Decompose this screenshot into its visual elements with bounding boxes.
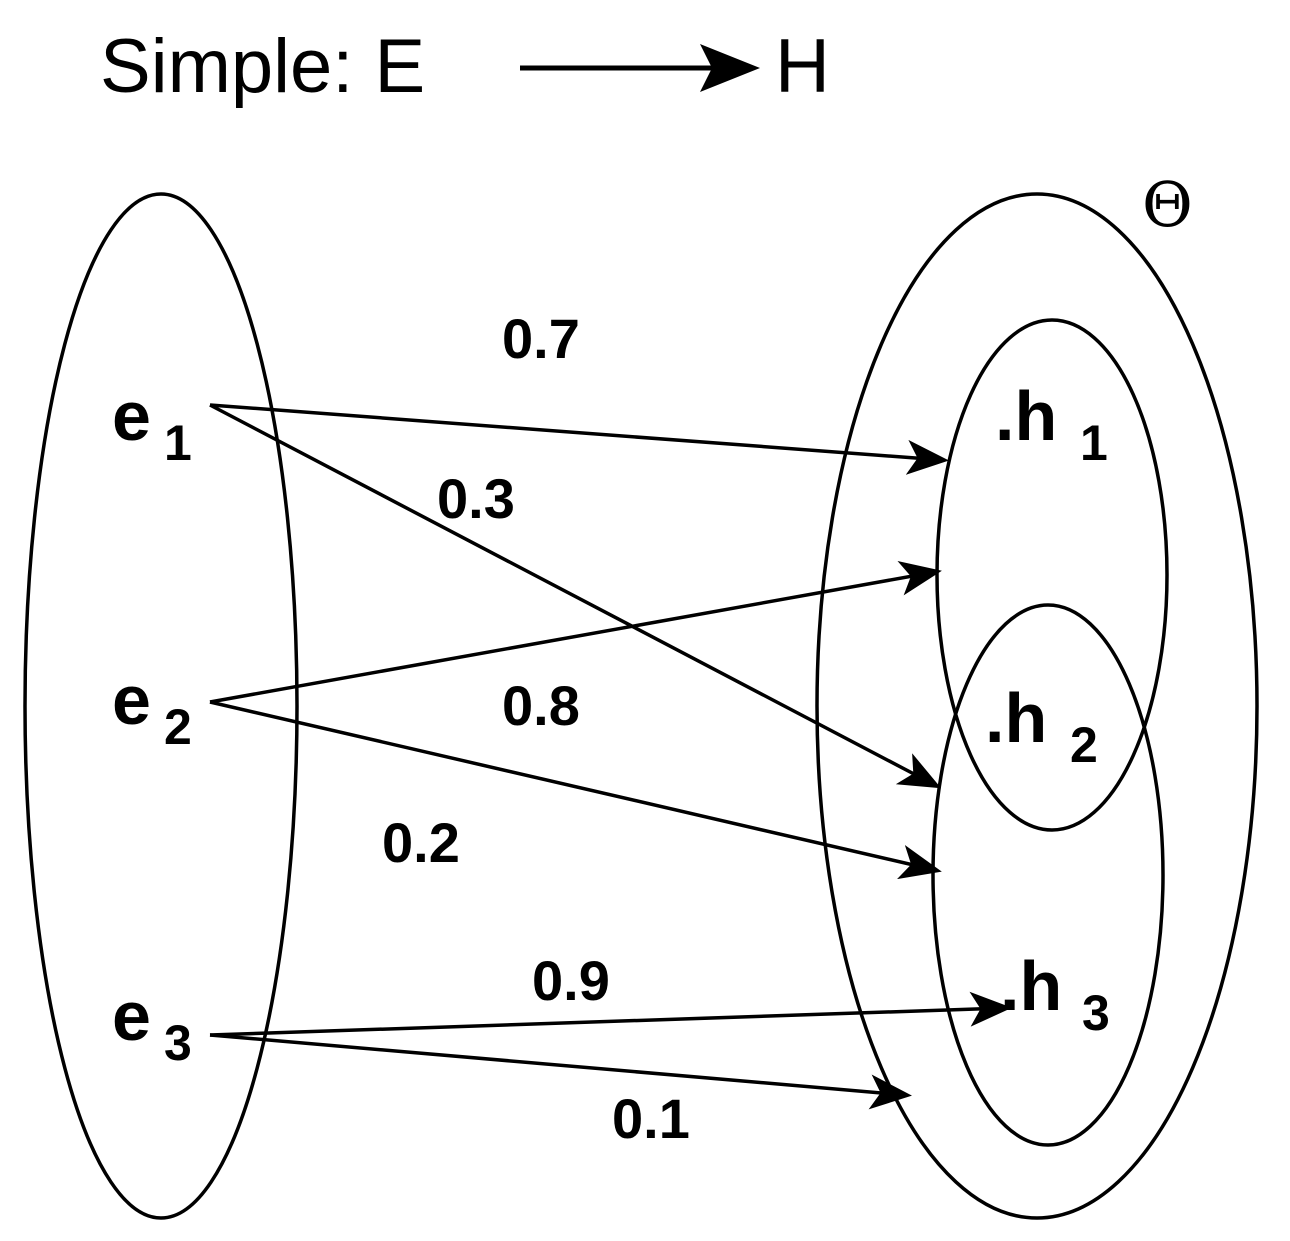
hypothesis-subscript-h2: 2 xyxy=(1070,717,1098,773)
hypothesis-subscript-h1: 1 xyxy=(1080,415,1108,471)
evidence-subscript-e3: 3 xyxy=(164,1015,192,1071)
weight-label-e3-h3: 0.9 xyxy=(532,949,610,1012)
mapping-arrow-e2-h1h2 xyxy=(209,560,942,704)
title-prefix: Simple: E xyxy=(100,24,425,109)
hypothesis-node-h2: .h 2 xyxy=(985,679,1098,773)
evidence-node-e3: e 3 xyxy=(112,977,192,1071)
weight-label-e1-h2h3: 0.3 xyxy=(437,467,515,530)
frame-ellipse xyxy=(815,192,1259,1220)
evidence-subscript-e1: 1 xyxy=(164,415,192,471)
weight-label-e2-h1h2: 0.8 xyxy=(502,674,580,737)
weight-label-e3-theta: 0.1 xyxy=(612,1087,690,1150)
hypothesis-node-h3: .h 3 xyxy=(1000,947,1110,1041)
title-arrowhead xyxy=(700,44,760,92)
evidence-label-e3: e xyxy=(112,977,151,1055)
evidence-node-e1: e 1 xyxy=(112,377,192,471)
hypothesis-label-h2: .h xyxy=(985,679,1047,757)
hypothesis-subscript-h3: 3 xyxy=(1082,985,1110,1041)
evidence-label-e2: e xyxy=(112,661,151,739)
hypothesis-label-h1: .h xyxy=(995,377,1057,455)
mapping-arrow-e2-h2h3 xyxy=(209,700,942,880)
frame-label: Θ xyxy=(1142,168,1193,241)
mapping-arrow-e3-theta xyxy=(209,1033,912,1110)
mapping-arrow-e1-h1 xyxy=(209,403,949,475)
hypothesis-ellipse-h2-h3 xyxy=(931,603,1165,1147)
mapping-arrow-e3-h3 xyxy=(209,991,1012,1037)
mapping-arrow-e1-h2h3 xyxy=(209,403,942,789)
evidence-node-e2: e 2 xyxy=(112,661,192,755)
title-target: H xyxy=(775,24,830,109)
hypothesis-node-h1: .h 1 xyxy=(995,377,1108,471)
evidence-label-e1: e xyxy=(112,377,151,455)
evidence-set-ellipse xyxy=(23,192,299,1220)
evidence-subscript-e2: 2 xyxy=(164,699,192,755)
weight-label-e2-h2h3: 0.2 xyxy=(382,811,460,874)
weight-label-e1-h1: 0.7 xyxy=(502,307,580,370)
hypothesis-label-h3: .h xyxy=(1000,947,1062,1025)
